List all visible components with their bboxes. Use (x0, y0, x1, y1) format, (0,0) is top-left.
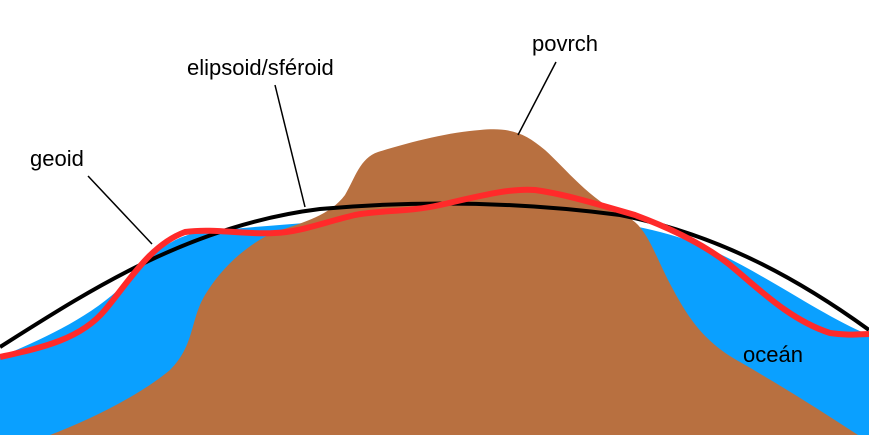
geoid-line (0, 186, 869, 360)
surface-leader-line (517, 61, 557, 136)
geoid-leader-line (87, 175, 153, 245)
ocean-label: oceán (743, 342, 803, 367)
land-region (0, 129, 858, 435)
ellipsoid-leader-line (274, 84, 306, 208)
surface-label: povrch (532, 31, 598, 56)
geoid-label: geoid (30, 146, 84, 171)
ellipsoid-label: elipsoid/sféroid (187, 55, 334, 80)
